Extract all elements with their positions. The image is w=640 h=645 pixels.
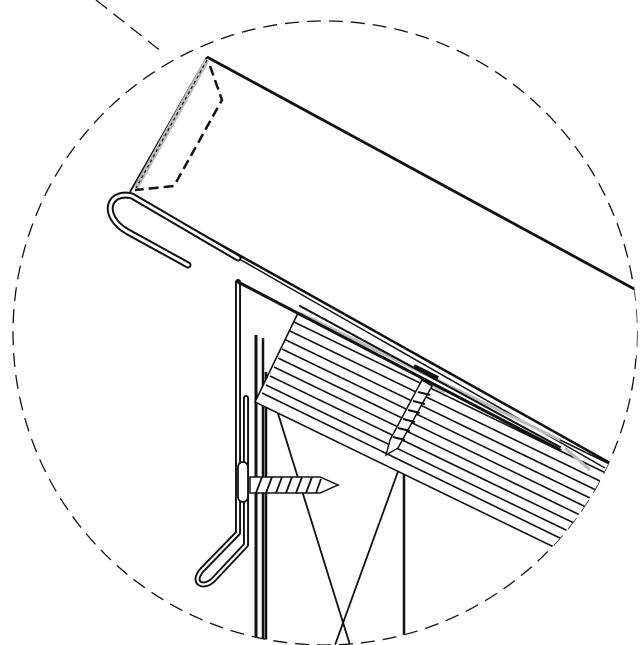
wood-screw-horizontal xyxy=(237,461,340,503)
roof-deck-boards xyxy=(253,311,622,552)
leader-line xyxy=(95,0,163,53)
wood-screw-angled xyxy=(384,364,439,457)
eave-flashing xyxy=(106,191,562,588)
wall-framing xyxy=(264,372,406,645)
